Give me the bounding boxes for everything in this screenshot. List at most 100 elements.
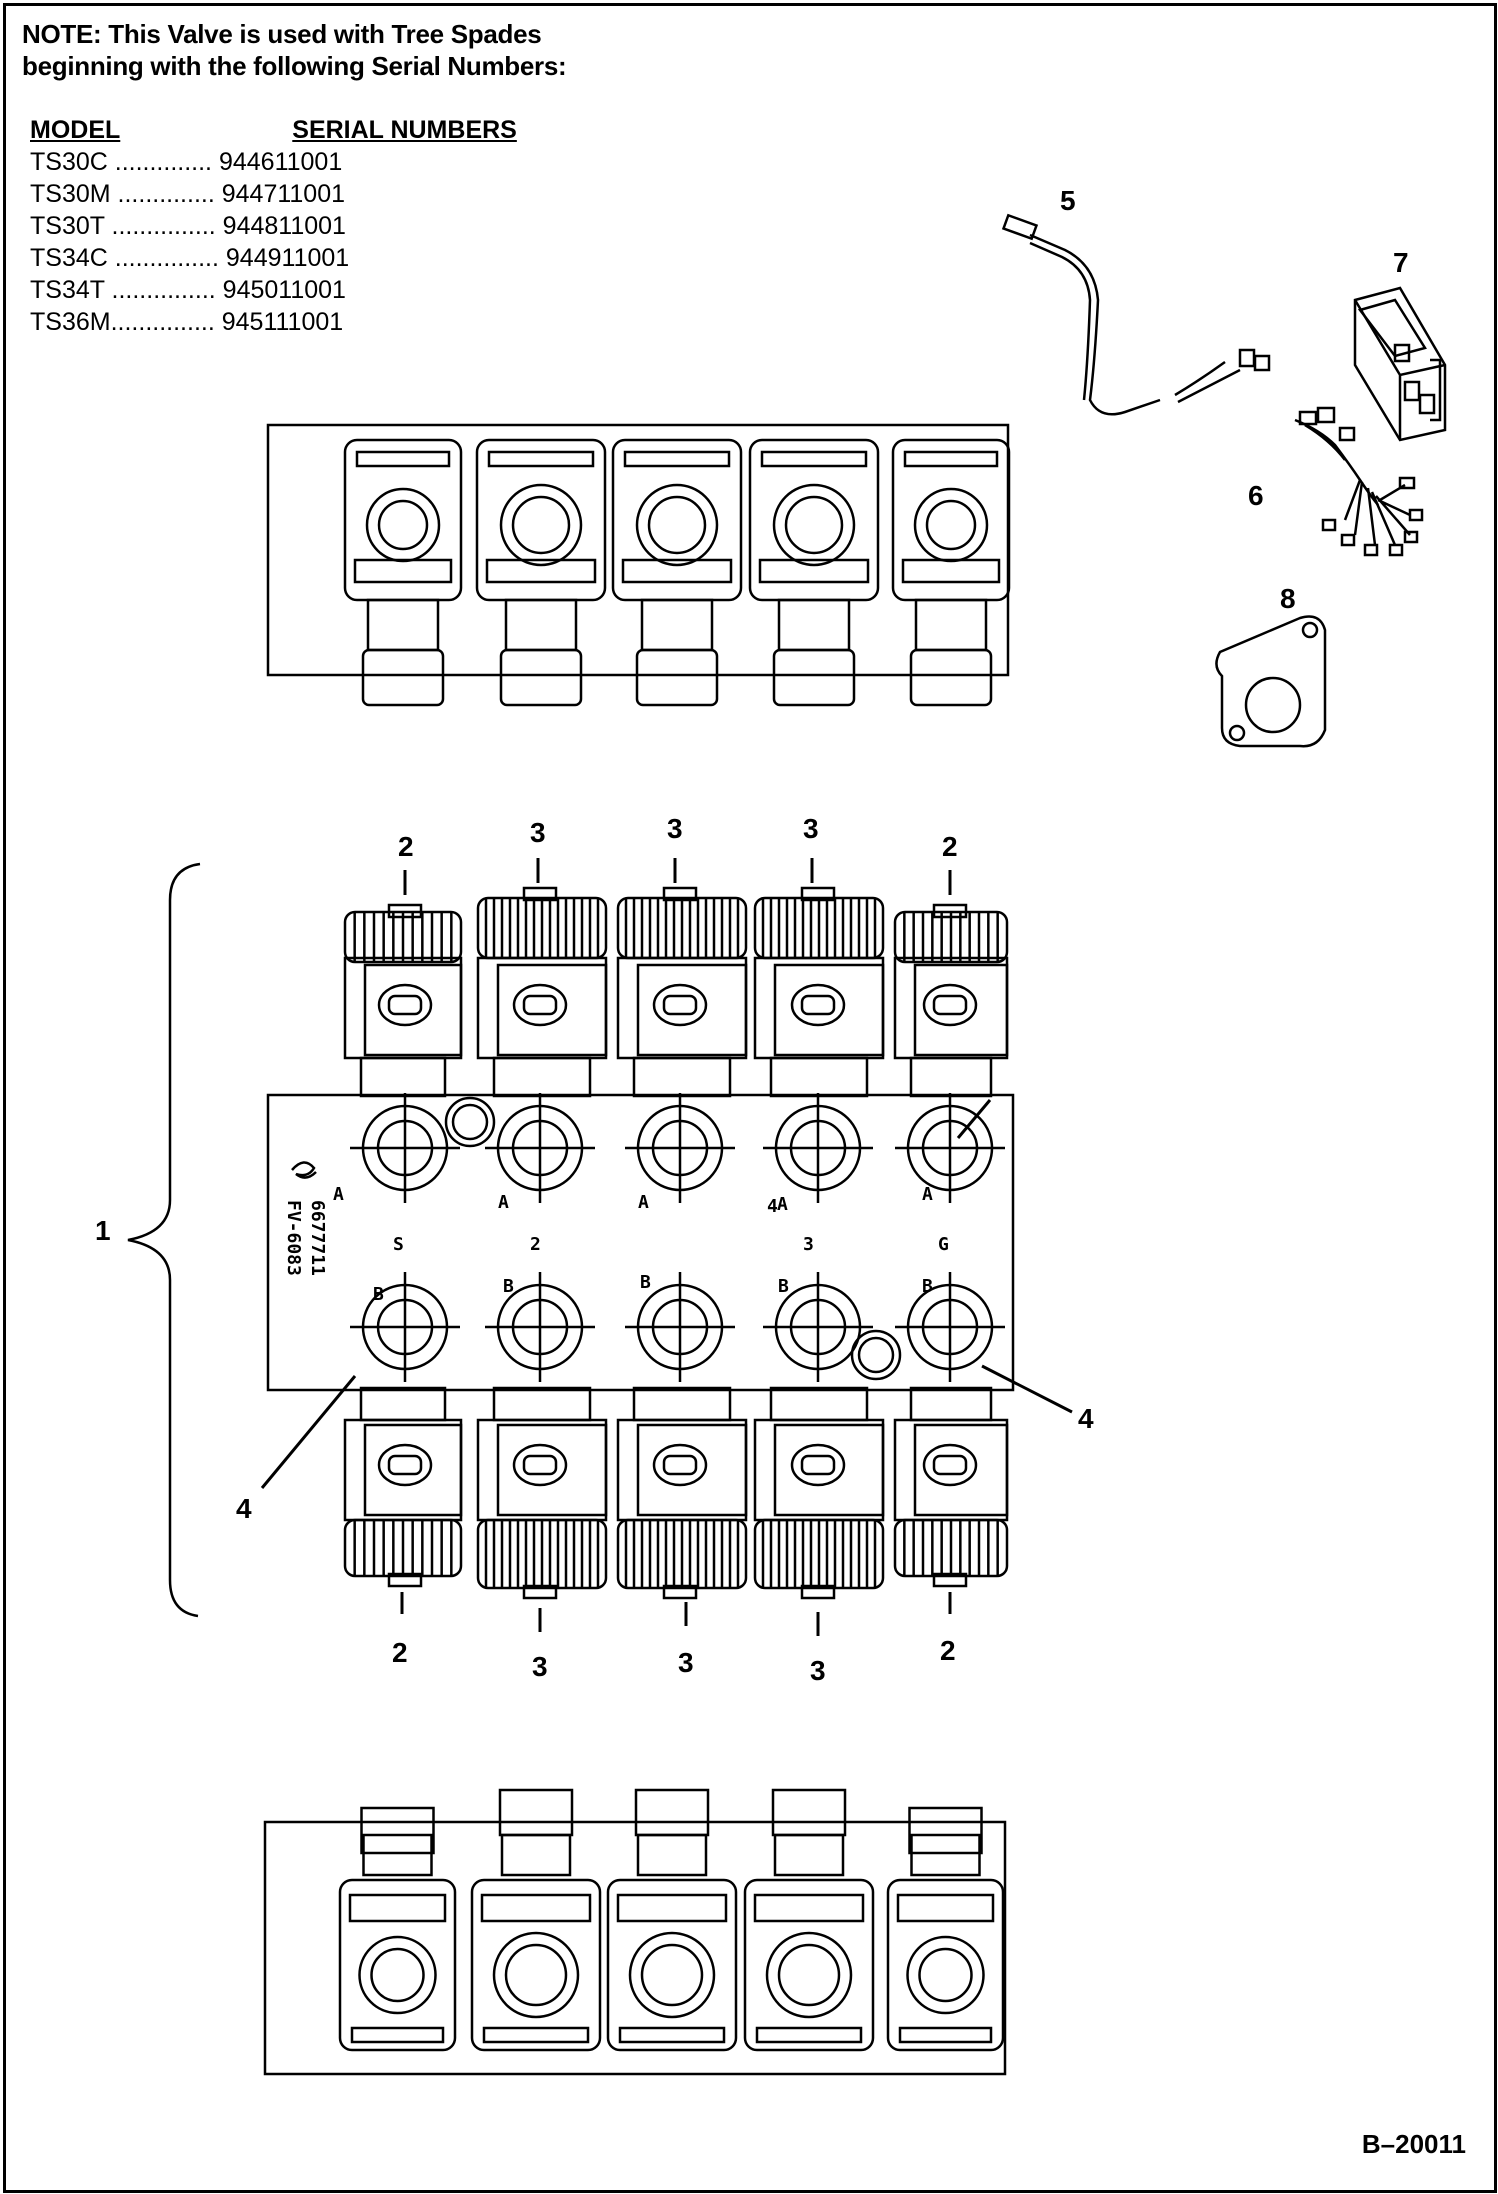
solenoid-coil xyxy=(611,438,743,602)
connector-plug-inner xyxy=(662,1454,698,1476)
top-solenoid-1 xyxy=(343,438,463,707)
front-column-5 xyxy=(893,903,1009,1588)
wire-harness-item-6 xyxy=(1294,406,1424,557)
coil-face-inner xyxy=(777,1943,841,2007)
cartridge-stem xyxy=(910,1833,981,1877)
top-solenoid-2 xyxy=(475,438,607,707)
coil-face-inner xyxy=(511,495,571,555)
upper-nut xyxy=(359,1056,447,1098)
coil-cap xyxy=(932,1572,968,1588)
connector-plug xyxy=(652,983,708,1027)
table-row: TS30C .............. 944611001 xyxy=(30,148,343,176)
cartridge-nut xyxy=(635,648,719,707)
solenoid-coil xyxy=(606,1878,738,2052)
cartridge-stem xyxy=(773,1833,845,1877)
solenoid-coil xyxy=(338,1878,457,2052)
coil-label-plate xyxy=(482,2026,590,2044)
port-b-label: B xyxy=(373,1284,384,1305)
callout-3: 3 xyxy=(678,1647,694,1678)
coil-cap xyxy=(387,1572,423,1588)
valve-body-outline xyxy=(266,423,1010,677)
solenoid-coil xyxy=(743,1878,875,2052)
connector-plug xyxy=(922,983,978,1027)
cartridge-stem xyxy=(504,598,578,652)
cartridge-stem xyxy=(636,1833,708,1877)
port-b-label: B xyxy=(503,1276,514,1297)
connector-housing xyxy=(496,963,608,1057)
model-column-header: MODEL xyxy=(30,116,121,144)
plug-port-inner xyxy=(451,1103,489,1141)
bottom-solenoid-3 xyxy=(606,1788,738,2052)
connector-housing xyxy=(363,963,463,1057)
bottom-solenoid-4 xyxy=(743,1788,875,2052)
gasket-item-8 xyxy=(1215,615,1327,748)
coil-cap xyxy=(522,886,558,902)
callout-3: 3 xyxy=(667,813,683,844)
logo-mark xyxy=(291,1161,317,1179)
coil-cap xyxy=(932,903,968,919)
cartridge-stem xyxy=(914,598,988,652)
callout-5: 5 xyxy=(1060,185,1076,216)
coil-face-ring xyxy=(772,483,856,567)
callout-4: 4 xyxy=(236,1493,252,1524)
coil-rating-label xyxy=(896,1893,995,1923)
front-column-1 xyxy=(343,903,463,1588)
port-a-label: A xyxy=(498,1192,509,1213)
coil-rating-label xyxy=(758,558,870,584)
note-line-2: beginning with the following Serial Numb… xyxy=(22,51,567,81)
cartridge-stem xyxy=(500,1833,572,1877)
cartridge-nut xyxy=(908,1806,983,1855)
connector-plug-inner xyxy=(387,1454,423,1476)
table-row: TS34C ............... 944911001 xyxy=(30,244,350,272)
valve-body-outline xyxy=(263,1820,1007,2076)
coil-rating-label xyxy=(348,1893,447,1923)
wire-lead-item-5 xyxy=(1001,213,1271,416)
connector-plug-inner xyxy=(522,994,558,1016)
coil-face-ring xyxy=(765,1931,853,2019)
coil-cap xyxy=(800,1584,836,1600)
coil-label-plate xyxy=(355,450,451,468)
lower-nut xyxy=(769,1386,869,1422)
connector-plug xyxy=(790,1443,846,1487)
port-b-label: B xyxy=(778,1276,789,1297)
table-row: TS30T ............... 944811001 xyxy=(30,212,346,240)
bracket-item-1 xyxy=(127,862,201,1618)
callout-7: 7 xyxy=(1393,247,1409,278)
connector-housing xyxy=(773,1423,885,1517)
solenoid-coil xyxy=(343,438,463,602)
connector-housing xyxy=(636,1423,748,1517)
callout-3: 3 xyxy=(803,813,819,844)
coil-cap xyxy=(522,1584,558,1600)
cartridge-nut xyxy=(634,1788,710,1837)
lower-nut xyxy=(492,1386,592,1422)
upper-nut xyxy=(632,1056,732,1098)
callout-2: 2 xyxy=(940,1635,956,1666)
port-b-label: B xyxy=(640,1272,651,1293)
cartridge-nut xyxy=(772,648,856,707)
port-a-label: A xyxy=(922,1184,933,1205)
coil-label-plate xyxy=(487,450,595,468)
section-label: G xyxy=(938,1234,949,1255)
coil-face-inner xyxy=(647,495,707,555)
coil-rating-label xyxy=(353,558,453,584)
coil-cap xyxy=(387,903,423,919)
connector-plug xyxy=(922,1443,978,1487)
front-column-2 xyxy=(476,886,608,1600)
callout-1: 1 xyxy=(95,1215,111,1246)
connector-plug-inner xyxy=(387,994,423,1016)
coil-cap xyxy=(662,886,698,902)
port-a-label: A xyxy=(333,1184,344,1205)
section-label: 2 xyxy=(530,1234,541,1255)
coil-rating-label xyxy=(616,1893,728,1923)
plug-port xyxy=(850,1329,902,1381)
coil-cap xyxy=(800,886,836,902)
section-label: S xyxy=(393,1234,404,1255)
solenoid-coil xyxy=(748,438,880,602)
connector-plug xyxy=(790,983,846,1027)
extra-4-label: 4 xyxy=(767,1196,778,1217)
callout-2: 2 xyxy=(942,831,958,862)
table-row: TS36M............... 945111001 xyxy=(30,308,344,336)
